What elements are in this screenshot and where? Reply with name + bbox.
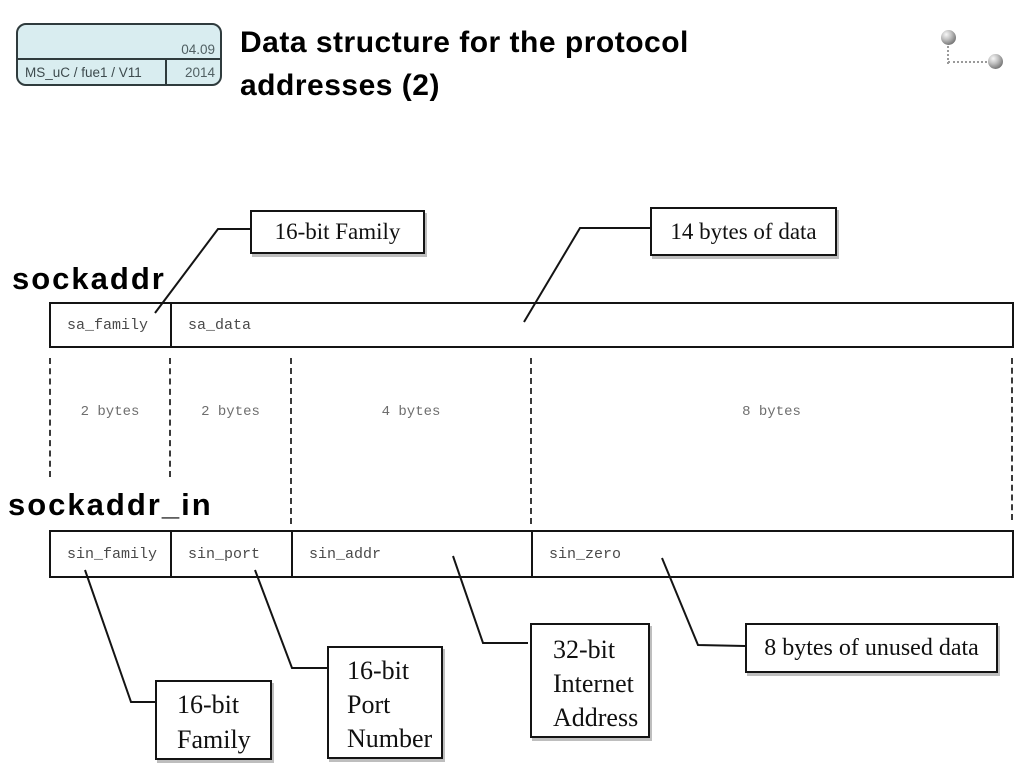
callout-16bit-family-bottom: 16-bit Family [155,680,272,760]
callout-8-bytes-unused: 8 bytes of unused data [745,623,998,673]
field-label: sin_zero [549,545,622,563]
leader-line-port [254,569,327,669]
sphere-icon [988,54,1003,69]
sphere-icon [941,30,956,45]
field-label: sa_family [67,316,149,334]
callout-text: 14 bytes of data [670,218,817,244]
field-label: sin_family [67,545,158,563]
byte-size-label: 2 bytes [80,404,140,420]
byte-guide-line [290,358,292,524]
byte-guide-line [169,358,171,477]
callout-16bit-family-top: 16-bit Family [250,210,425,254]
field-sin-addr: sin_addr [293,532,533,576]
callout-text: 16-bit [347,656,410,685]
stamp-divider [165,60,167,84]
stamp-top-section: 04.09 [18,25,220,60]
callout-text: Internet [553,669,634,698]
callout-32bit-internet-address: 32-bit Internet Address [530,623,650,738]
leader-line-family-top [154,228,250,314]
callout-text: 16-bit [177,690,240,719]
callout-text: Port [347,690,391,719]
field-sin-port: sin_port [172,532,293,576]
callout-text: 16-bit Family [274,219,401,244]
byte-guide-line [49,358,51,477]
course-stamp: 04.09 MS_uC / fue1 / V11 2014 [16,23,222,86]
byte-size-label: 2 bytes [201,404,260,420]
byte-guide-line [1011,358,1013,520]
byte-size-label: 4 bytes [381,404,441,420]
field-label: sa_data [188,316,252,334]
callout-14-bytes-of-data: 14 bytes of data [650,207,837,256]
callout-text: Family [177,725,251,754]
sockaddr-in-label: sockaddr_in [8,487,213,522]
page-title-line2: addresses (2) [240,69,440,102]
field-sa-family: sa_family [51,304,172,346]
page-title: Data structure for the protocol addresse… [240,21,860,107]
dotted-connector-horizontal [948,61,987,63]
page-title-line1: Data structure for the protocol [240,26,689,59]
callout-text: Address [553,703,639,732]
field-sa-data: sa_data [172,304,1012,346]
sockaddr-in-struct-bar: sin_family sin_port sin_addr sin_zero [49,530,1014,578]
sockaddr-struct-bar: sa_family sa_data [49,302,1014,348]
field-sin-zero: sin_zero [533,532,1012,576]
field-label: sin_addr [309,545,382,563]
field-sin-family: sin_family [51,532,172,576]
sockaddr-label: sockaddr [12,261,166,296]
callout-text: Number [347,724,433,753]
byte-size-label: 8 bytes [742,404,801,420]
callout-text: 32-bit [553,635,616,664]
stamp-date-day: 04.09 [181,42,215,57]
callout-16bit-port-number: 16-bit Port Number [327,646,443,759]
callout-text: 8 bytes of unused data [764,634,979,661]
stamp-course-label: MS_uC / fue1 / V11 [25,65,142,80]
leader-line-family-bottom [84,569,155,703]
dotted-connector-vertical [947,46,949,64]
byte-guide-line [530,358,532,524]
field-label: sin_port [188,545,261,563]
stamp-date-year: 2014 [184,65,215,80]
